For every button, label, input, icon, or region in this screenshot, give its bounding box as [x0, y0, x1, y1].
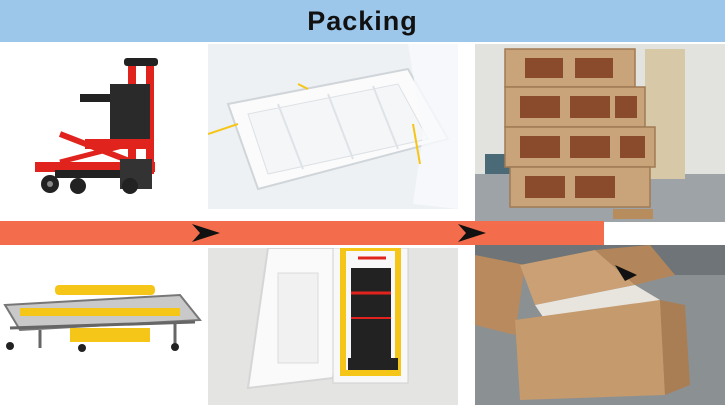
- foam-packed-chair-icon: [208, 248, 458, 405]
- panel-stair-chair-red: [0, 44, 205, 216]
- stair-chair-icon: [35, 58, 158, 194]
- foam-mould-icon: [208, 44, 458, 209]
- page-header: Packing: [0, 0, 725, 42]
- stretcher-icon: [3, 285, 202, 352]
- arrow-right-icon: [192, 224, 220, 242]
- panel-carton-box-open: [475, 245, 725, 405]
- arrow-right-icon: [458, 224, 486, 242]
- process-arrow-band: [0, 221, 604, 245]
- panel-wooden-crates-stacked: [475, 44, 725, 222]
- panel-stretcher-yellow: [0, 250, 205, 405]
- carton-box-icon: [475, 245, 725, 405]
- panel-foam-with-chair: [208, 248, 458, 405]
- panel-foam-mould-wrapped: [208, 44, 458, 209]
- page-title: Packing: [307, 5, 418, 36]
- wooden-crate-icon: [475, 44, 725, 222]
